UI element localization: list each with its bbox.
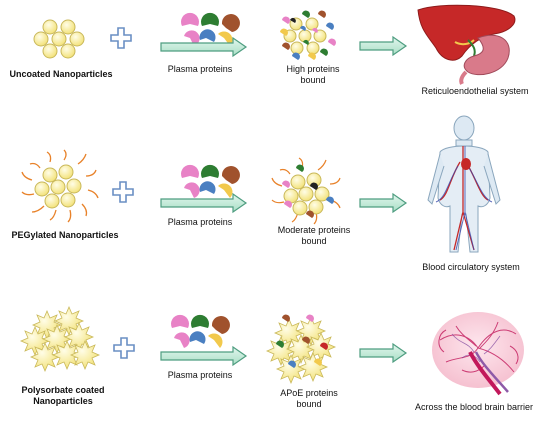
plus-icon	[110, 27, 132, 49]
apoe-protein-bound-cluster	[265, 314, 337, 385]
moderate-proteins-bound-label-line1: Moderate proteins	[277, 225, 351, 235]
blood-circulatory-system-label: Blood circulatory system	[422, 262, 520, 272]
moderate-proteins-bound-label-line2: bound	[301, 236, 327, 246]
right-arrow-icon-6	[359, 342, 408, 364]
moderate-protein-bound-cluster	[271, 157, 341, 225]
human-body-icon	[427, 115, 501, 253]
liver-icon	[417, 4, 516, 61]
brain-vessels-icon	[432, 312, 524, 396]
polysorbate-coated-label-line2: Nanoparticles	[33, 396, 93, 406]
plasma-proteins-label-3: Plasma proteins	[167, 370, 233, 380]
across-blood-brain-barrier-label: Across the blood brain barrier	[414, 402, 534, 412]
right-arrow-icon-2	[359, 35, 408, 57]
plasma-proteins-icon-3	[171, 314, 230, 348]
uncoated-nanoparticles-label: Uncoated Nanoparticles	[9, 69, 113, 79]
plus-icon	[112, 181, 134, 203]
pegylated-nanoparticle-cluster	[21, 149, 99, 223]
high-proteins-bound-label-line1: High proteins	[286, 64, 340, 74]
plasma-proteins-label-1: Plasma proteins	[167, 64, 233, 74]
reticuloendothelial-system-label: Reticuloendothelial system	[421, 86, 529, 96]
right-arrow-icon-4	[359, 192, 408, 214]
right-arrow-icon-1	[160, 36, 248, 58]
pegylated-nanoparticle-cores	[34, 164, 82, 209]
plus-icon	[113, 337, 135, 359]
apoe-proteins-bound-label-line2: bound	[296, 399, 322, 409]
high-proteins-bound-label-line2: bound	[300, 75, 326, 85]
right-arrow-icon-3	[160, 192, 248, 214]
polysorbate-coated-label-line1: Polysorbate coated	[21, 385, 105, 395]
apoe-proteins-bound-label-line1: APoE proteins	[280, 388, 338, 398]
plasma-proteins-icon-1	[181, 12, 240, 46]
polysorbate-nanoparticle-cluster	[19, 305, 101, 373]
plasma-proteins-icon-2	[181, 164, 240, 198]
uncoated-nanoparticle-cluster	[33, 19, 85, 59]
high-protein-bound-cluster	[280, 10, 336, 60]
plasma-proteins-label-2: Plasma proteins	[167, 217, 233, 227]
pegylated-nanoparticles-label: PEGylated Nanoparticles	[11, 230, 119, 240]
stomach-icon	[459, 34, 510, 85]
right-arrow-icon-5	[160, 345, 248, 367]
